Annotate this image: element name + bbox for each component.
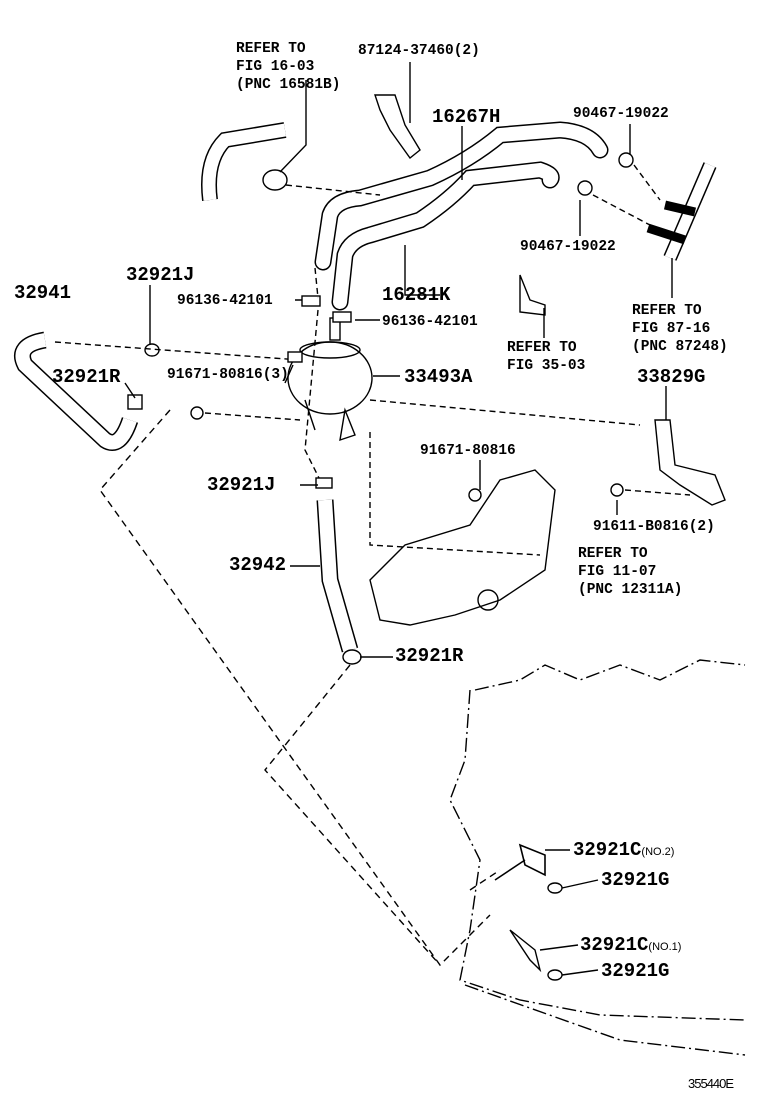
refer-line-2: FIG 35-03 — [507, 358, 586, 374]
tee-fitting — [577, 152, 717, 261]
part-87124-37460[interactable]: 87124-37460(2) — [358, 43, 480, 59]
refer-fig-35-03[interactable]: REFER TO FIG 35-03 — [507, 339, 585, 375]
part-96136-42101-b[interactable]: 96136-42101 — [382, 314, 478, 330]
refer-line-1: REFER TO — [507, 340, 577, 356]
part-90467-19022-a[interactable]: 90467-19022 — [573, 106, 669, 122]
part-note: (NO.2) — [641, 846, 675, 858]
part-33493a[interactable]: 33493A — [404, 366, 473, 388]
part-note: (NO.1) — [648, 941, 682, 953]
part-91671-80816-3[interactable]: 91671-80816(3) — [167, 367, 289, 383]
hose-16267h — [314, 121, 609, 271]
part-32941[interactable]: 32941 — [14, 282, 72, 304]
part-90467-19022-b[interactable]: 90467-19022 — [520, 239, 616, 255]
part-33829g[interactable]: 33829G — [637, 366, 706, 388]
part-32921g-a[interactable]: 32921G — [601, 869, 670, 891]
part-32921r-a[interactable]: 32921R — [52, 366, 121, 388]
hose-32942 — [316, 499, 359, 653]
part-32921j-a[interactable]: 32921J — [126, 264, 195, 286]
part-number: 32921C — [573, 839, 642, 861]
refer-line-3: (PNC 87248) — [632, 339, 728, 355]
refer-line-1: REFER TO — [632, 303, 702, 319]
part-91671-80816[interactable]: 91671-80816 — [420, 443, 516, 459]
part-91611-b0816[interactable]: 91611-B0816(2) — [593, 519, 715, 535]
part-32921j-b[interactable]: 32921J — [207, 474, 276, 496]
refer-line-3: (PNC 16581B) — [236, 77, 341, 93]
part-32942[interactable]: 32942 — [229, 554, 287, 576]
part-32921r-b[interactable]: 32921R — [395, 645, 464, 667]
refer-line-2: FIG 16-03 — [236, 59, 315, 75]
part-32921c-no2[interactable]: 32921C(NO.2) — [573, 839, 674, 863]
refer-fig-87-16[interactable]: REFER TO FIG 87-16 (PNC 87248) — [632, 302, 728, 356]
canister-33493a — [287, 317, 373, 442]
refer-line-3: (PNC 12311A) — [578, 582, 683, 598]
refer-line-1: REFER TO — [578, 546, 648, 562]
hose-16281k — [331, 161, 560, 311]
part-number: 32921C — [580, 934, 649, 956]
hose-32941 — [14, 331, 139, 451]
refer-fig-16-03[interactable]: REFER TO FIG 16-03 (PNC 16581B) — [236, 40, 340, 94]
part-96136-42101-a[interactable]: 96136-42101 — [177, 293, 273, 309]
part-32921c-no1[interactable]: 32921C(NO.1) — [580, 934, 681, 958]
refer-line-2: FIG 11-07 — [578, 564, 657, 580]
part-16281k[interactable]: 16281K — [382, 284, 451, 306]
part-32921g-b[interactable]: 32921G — [601, 960, 670, 982]
illustration-code: 355440E — [688, 1076, 734, 1091]
part-16267h[interactable]: 16267H — [432, 106, 501, 128]
refer-line-1: REFER TO — [236, 41, 306, 57]
refer-line-2: FIG 87-16 — [632, 321, 711, 337]
refer-fig-11-07[interactable]: REFER TO FIG 11-07 (PNC 12311A) — [578, 545, 682, 599]
